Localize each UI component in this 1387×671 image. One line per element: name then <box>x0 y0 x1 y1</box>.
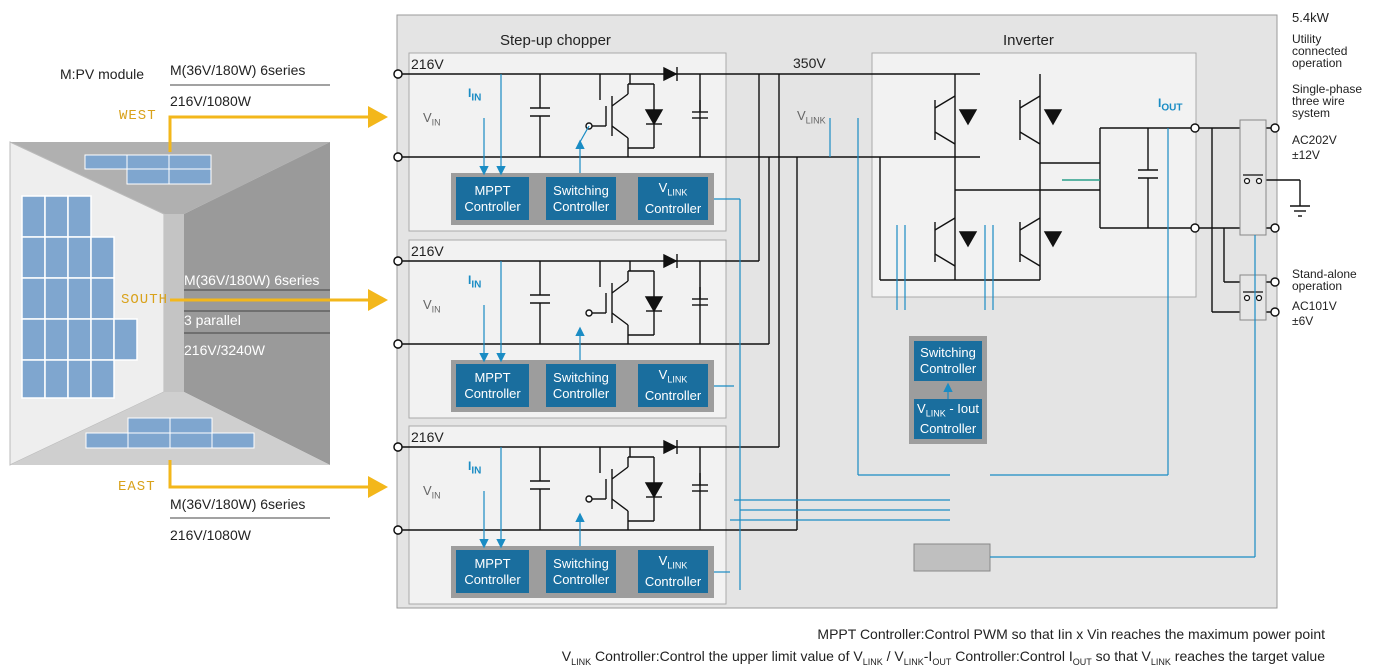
chopper2-iin: IIN <box>468 273 482 291</box>
note-vlink: VLINK Controller:Control the upper limit… <box>561 648 1325 667</box>
chopper1-mppt-controller: MPPT Controller <box>456 177 529 220</box>
chopper3-voltage: 216V <box>411 429 444 445</box>
iout-label: IOUT <box>1158 96 1183 114</box>
east-output: 216V/1080W <box>170 527 251 543</box>
control-signal-lines <box>479 74 1256 590</box>
chopper2-voltage: 216V <box>411 243 444 259</box>
ac2-tolerance: ±6V <box>1292 314 1314 328</box>
ac2-voltage: AC101V <box>1292 299 1337 313</box>
chopper-title: Step-up chopper <box>500 32 611 49</box>
south-label: SOUTH <box>121 292 169 308</box>
chopper1-switching-controller: Switching Controller <box>546 177 616 220</box>
chopper3-mppt-controller: MPPT Controller <box>456 550 529 593</box>
chopper3-iin: IIN <box>468 459 482 477</box>
inverter-title: Inverter <box>1003 32 1054 49</box>
output-power: 5.4kW <box>1292 10 1329 25</box>
chopper3-switching-controller: Switching Controller <box>546 550 616 593</box>
chopper2-switching-controller: Switching Controller <box>546 364 616 407</box>
inverter-switching-controller: Switching Controller <box>914 341 982 381</box>
chopper3-vin: VIN <box>423 483 441 501</box>
link-voltage: 350V <box>793 55 826 71</box>
ac1-voltage: AC202V <box>1292 133 1337 147</box>
ac1-tolerance: ±12V <box>1292 148 1320 162</box>
chopper1-vin: VIN <box>423 110 441 128</box>
pv-arrows <box>168 115 370 489</box>
chopper2-vin: VIN <box>423 297 441 315</box>
pv-module-label: M:PV module <box>60 66 145 82</box>
west-output: 216V/1080W <box>170 93 251 109</box>
pv-house-illustration <box>9 141 330 466</box>
east-label: EAST <box>118 479 156 495</box>
chopper2-mppt-controller: MPPT Controller <box>456 364 529 407</box>
chopper-circuits <box>393 66 709 535</box>
chopper1-iin: IIN <box>468 86 482 104</box>
vlink-label: VLINK <box>797 108 826 126</box>
east-spec: M(36V/180W) 6series <box>170 496 306 512</box>
west-label: WEST <box>119 108 157 124</box>
south-parallel: 3 parallel <box>184 312 241 328</box>
west-spec: M(36V/180W) 6series <box>170 62 306 78</box>
note-mppt: MPPT Controller:Control PWM so that Iin … <box>817 626 1325 642</box>
south-output: 216V/3240W <box>184 342 265 358</box>
south-spec: M(36V/180W) 6series <box>184 272 320 288</box>
chopper1-voltage: 216V <box>411 56 444 72</box>
